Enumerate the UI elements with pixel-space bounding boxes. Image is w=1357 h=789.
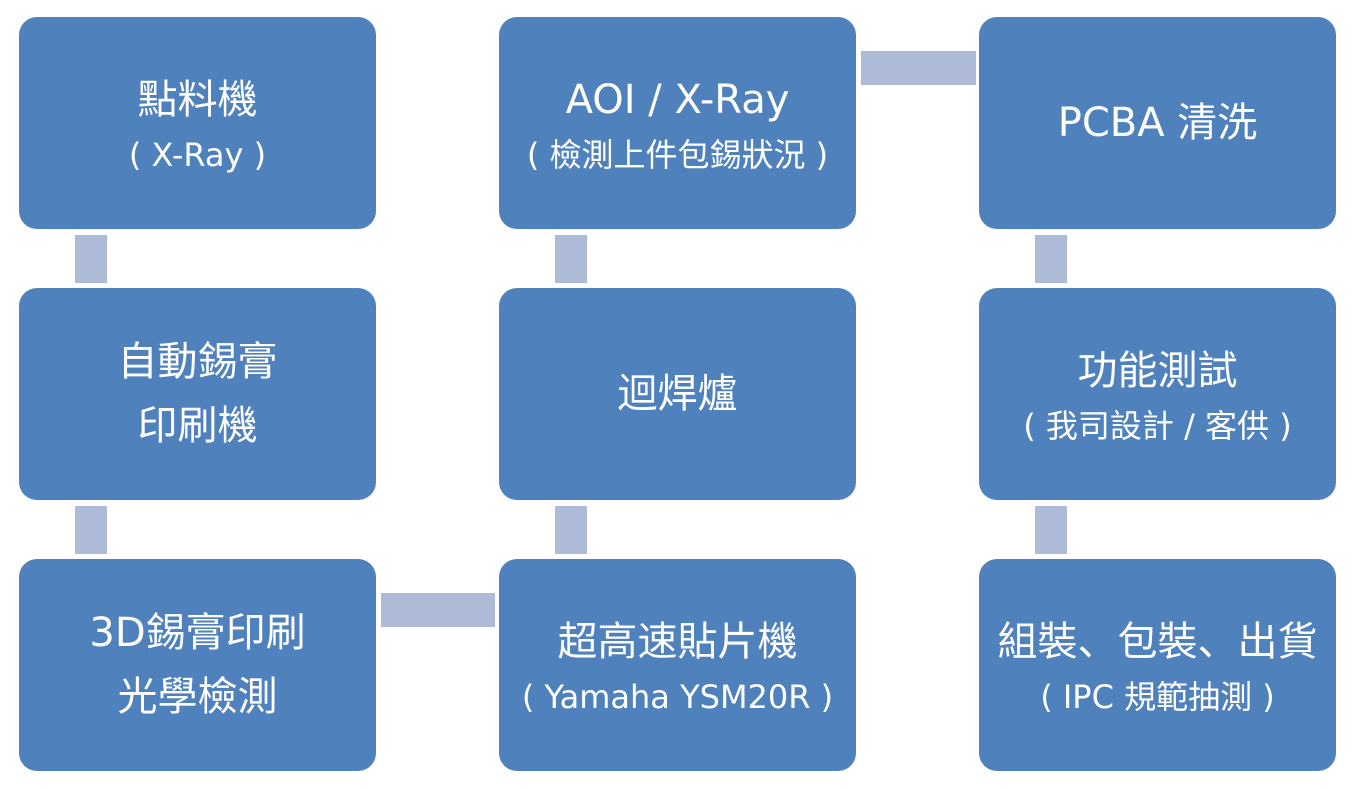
connector-printer-to-spi [75,506,107,554]
step-3d-spi-title-line2: 光學檢測 [117,674,278,720]
step-aoi-xray-note: ( 檢測上件包錫狀況 ) [526,136,829,174]
step-pcba-cleaning-title: PCBA 清洗 [1057,100,1258,146]
step-function-test-title: 功能測試 [1077,348,1238,394]
step-assembly-packing-shipping: 組裝、包裝、出貨 ( IPC 規範抽測 ) [979,559,1336,771]
connector-dispenser-to-printer [75,235,107,283]
connector-cleaning-to-test [1035,235,1067,283]
step-solder-paste-printer: 自動錫膏 印刷機 [19,288,376,500]
connector-pick-place-to-reflow [555,506,587,554]
step-aoi-xray-title: AOI / X-Ray [565,77,790,123]
step-dispenser: 點料機 ( X-Ray ) [19,17,376,229]
step-function-test-note: ( 我司設計 / 客供 ) [1023,407,1292,445]
step-pick-and-place-title: 超高速貼片機 [557,619,798,665]
step-assembly-packing-shipping-title: 組裝、包裝、出貨 [997,619,1318,665]
step-pick-and-place-note: ( Yamaha YSM20R ) [521,678,834,716]
step-aoi-xray: AOI / X-Ray ( 檢測上件包錫狀況 ) [499,17,856,229]
connector-aoi-to-cleaning [861,51,976,85]
step-dispenser-title: 點料機 [137,77,258,123]
step-solder-paste-printer-title-line2: 印刷機 [137,403,258,449]
connector-reflow-to-aoi [555,235,587,283]
step-reflow-oven: 迴焊爐 [499,288,856,500]
connector-spi-to-pick-place [381,593,495,627]
step-solder-paste-printer-title-line1: 自動錫膏 [117,339,278,385]
step-assembly-packing-shipping-note: ( IPC 規範抽測 ) [1040,678,1275,716]
step-3d-spi: 3D錫膏印刷 光學檢測 [19,559,376,771]
step-3d-spi-title-line1: 3D錫膏印刷 [89,610,306,656]
step-dispenser-note: ( X-Ray ) [128,136,267,174]
connector-test-to-packing [1035,506,1067,554]
step-pcba-cleaning: PCBA 清洗 [979,17,1336,229]
step-function-test: 功能測試 ( 我司設計 / 客供 ) [979,288,1336,500]
step-pick-and-place: 超高速貼片機 ( Yamaha YSM20R ) [499,559,856,771]
step-reflow-oven-title: 迴焊爐 [617,371,738,417]
